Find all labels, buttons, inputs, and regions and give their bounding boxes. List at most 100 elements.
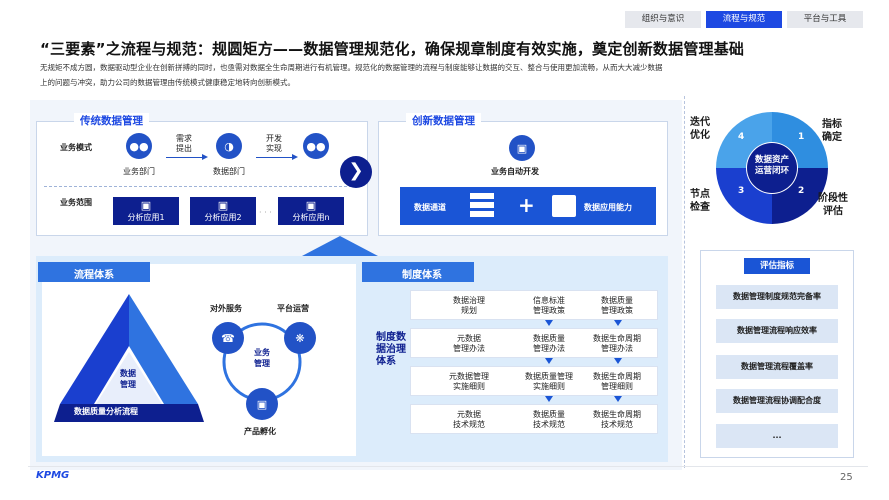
process-header-bg (38, 262, 150, 282)
arrow-request (166, 157, 206, 158)
system-cell: 元数据 管理办法 (453, 334, 485, 353)
cycle-segment-2 (772, 168, 828, 224)
system-cell: 数据生命周期 管理办法 (593, 334, 641, 353)
innovative-header: 创新数据管理 (406, 113, 481, 128)
metric-item: 数据管理制度规范完备率 (716, 285, 838, 309)
ring-center-label: 业务 管理 (254, 348, 270, 368)
operation-cycle (716, 112, 828, 224)
system-cell: 数据生命周期 管理细则 (593, 372, 641, 391)
cycle-center-label: 数据资产 运营闭环 (754, 155, 789, 176)
process-header: 流程体系 (74, 270, 114, 281)
system-cell: 元数据 技术规范 (453, 410, 485, 429)
metric-item: 数据管理流程协调配合度 (716, 389, 838, 413)
system-header: 制度体系 (402, 270, 442, 281)
tab-platform[interactable]: 平台与工具 (787, 11, 863, 28)
system-side-label: 制度数据治理体系 (376, 332, 406, 367)
down-arrow-icon (614, 320, 622, 326)
dashboard-icon (552, 195, 576, 217)
row-label-business-model: 业务模式 (60, 143, 92, 152)
triangle-center (96, 352, 162, 404)
analysis-app-1-label: 分析应用1 (127, 213, 165, 222)
process-bottom: 数据质量分析流程 (74, 407, 138, 416)
product-incubation-icon: ▣ (246, 388, 278, 420)
cycle-number-2: 2 (798, 186, 805, 196)
data-channel-label: 数据通道 (414, 203, 446, 212)
system-cell: 数据质量 管理办法 (533, 334, 565, 353)
up-arrow-icon (302, 236, 378, 256)
server-icon (470, 193, 494, 219)
metric-item: 数据管理流程响应效率 (716, 319, 838, 343)
tab-process[interactable]: 流程与规范 (706, 11, 782, 28)
system-cell: 数据治理 规划 (453, 296, 485, 315)
down-arrow-icon (614, 358, 622, 364)
metric-item: ... (716, 424, 838, 448)
cycle-segment-1 (772, 112, 828, 168)
cycle-number-4: 4 (738, 132, 745, 142)
system-row-4 (410, 404, 658, 434)
cycle-number-3: 3 (738, 186, 745, 196)
step-business-dept: 业务部门 (123, 167, 155, 176)
monitor-icon: ▣ (217, 199, 229, 212)
cycle-label-3: 节点 检查 (690, 189, 710, 213)
analysis-team-icon: ●● (303, 133, 329, 159)
innovative-bar (400, 187, 656, 225)
tab-organization[interactable]: 组织与意识 (625, 11, 701, 28)
triangle-base (54, 404, 204, 422)
metrics-header: 评估指标 (744, 258, 810, 274)
system-row-3 (410, 366, 658, 396)
ring-left-label: 对外服务 (210, 304, 242, 313)
platform-ops-icon: ❋ (284, 322, 316, 354)
system-row-2 (410, 328, 658, 358)
ring-right-label: 平台运营 (277, 304, 309, 313)
external-service-icon: ☎ (212, 322, 244, 354)
triangle-right-side (129, 294, 198, 404)
process-triangle (54, 294, 204, 422)
kpmg-logo: KPMG (36, 470, 70, 481)
dots-separator: · · · (259, 208, 272, 217)
system-cell: 数据质量 管理政策 (601, 296, 633, 315)
system-cell: 数据生命周期 技术规范 (593, 410, 641, 429)
cycle-segment-3 (716, 168, 772, 224)
metric-item: 数据管理流程覆盖率 (716, 355, 838, 379)
self-dev-label: 业务自动开发 (491, 167, 539, 176)
analysis-app-n: ▣分析应用n (278, 197, 344, 225)
down-arrow-icon (614, 396, 622, 402)
process-center: 数据 管理 (120, 369, 136, 389)
arrow-develop-head (292, 154, 298, 160)
data-dept-icon: ◑ (216, 133, 242, 159)
system-cell: 信息标准 管理政策 (533, 296, 565, 315)
ring-bottom-label: 产品孵化 (244, 427, 276, 436)
down-arrow-icon (545, 358, 553, 364)
page-title: “三要素”之流程与规范：规圆矩方——数据管理规范化，确保规章制度有效实施，奠定创… (40, 40, 745, 58)
system-cell: 元数据管理 实施细则 (449, 372, 489, 391)
system-row-1 (410, 290, 658, 320)
traditional-divider (44, 186, 362, 187)
system-cell: 数据质量 技术规范 (533, 410, 565, 429)
system-header-bg (362, 262, 474, 282)
analysis-app-1: ▣分析应用1 (113, 197, 179, 225)
page-number: 25 (840, 472, 853, 483)
row-label-business-scope: 业务范围 (60, 198, 92, 207)
transition-chevron: ❯ (340, 156, 372, 188)
analysis-app-2: ▣分析应用2 (190, 197, 256, 225)
step-data-dept: 数据部门 (213, 167, 245, 176)
arrow-request-label: 需求 提出 (176, 134, 192, 153)
footer-line (28, 466, 868, 467)
down-arrow-icon (545, 320, 553, 326)
page-description: 无规矩不成方圆，数据驱动型企业在创新拼搏的同时，也亟需对数据全生命周期进行有机管… (40, 63, 663, 87)
business-dept-icon: ●● (126, 133, 152, 159)
traditional-header: 传统数据管理 (74, 113, 149, 128)
monitor-icon: ▣ (140, 199, 152, 212)
data-capability-label: 数据应用能力 (584, 203, 632, 212)
triangle-left-side (60, 294, 129, 404)
analysis-app-n-label: 分析应用n (292, 213, 330, 222)
cycle-label-4: 迭代 优化 (690, 117, 710, 141)
cycle-segment-4 (716, 112, 772, 168)
arrow-develop-label: 开发 实现 (266, 134, 282, 153)
cycle-label-1: 指标 确定 (822, 119, 842, 143)
system-cell: 数据质量管理 实施细则 (525, 372, 573, 391)
arrow-request-head (202, 154, 208, 160)
plus-icon: + (518, 193, 535, 217)
down-arrow-icon (545, 396, 553, 402)
right-column-divider (684, 96, 685, 468)
